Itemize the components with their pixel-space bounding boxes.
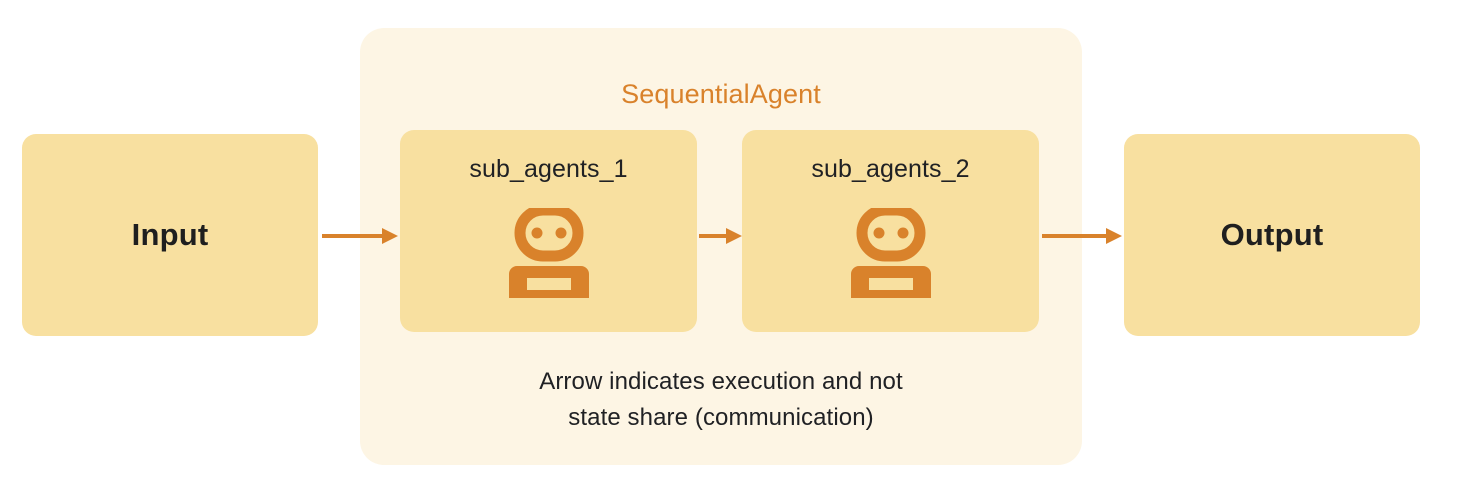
robot-icon xyxy=(506,204,592,300)
arrow-shaft xyxy=(699,234,728,238)
output-box[interactable]: Output xyxy=(1124,134,1420,336)
arrow-agent1-to-agent2-icon xyxy=(699,228,742,244)
input-label: Input xyxy=(131,217,209,252)
sub-agent-2-label: sub_agents_2 xyxy=(811,155,970,183)
sub-agent-2-box[interactable]: sub_agents_2 xyxy=(742,130,1039,332)
caption-line-2: state share (communication) xyxy=(568,404,874,431)
sequential-agent-title: SequentialAgent xyxy=(621,79,821,109)
arrow-shaft xyxy=(1042,234,1108,238)
diagram-caption: Arrow indicates execution and not state … xyxy=(360,364,1082,436)
robot-icon xyxy=(848,204,934,300)
caption-line-1: Arrow indicates execution and not xyxy=(539,368,903,395)
sub-agent-1-box[interactable]: sub_agents_1 xyxy=(400,130,697,332)
output-label: Output xyxy=(1220,217,1324,252)
arrow-shaft xyxy=(322,234,384,238)
input-box[interactable]: Input xyxy=(22,134,318,336)
arrow-head xyxy=(726,228,742,244)
arrow-head xyxy=(382,228,398,244)
arrow-agent2-to-output-icon xyxy=(1042,228,1122,244)
arrow-head xyxy=(1106,228,1122,244)
arrow-input-to-agent1-icon xyxy=(322,228,398,244)
sub-agent-1-label: sub_agents_1 xyxy=(469,155,628,183)
